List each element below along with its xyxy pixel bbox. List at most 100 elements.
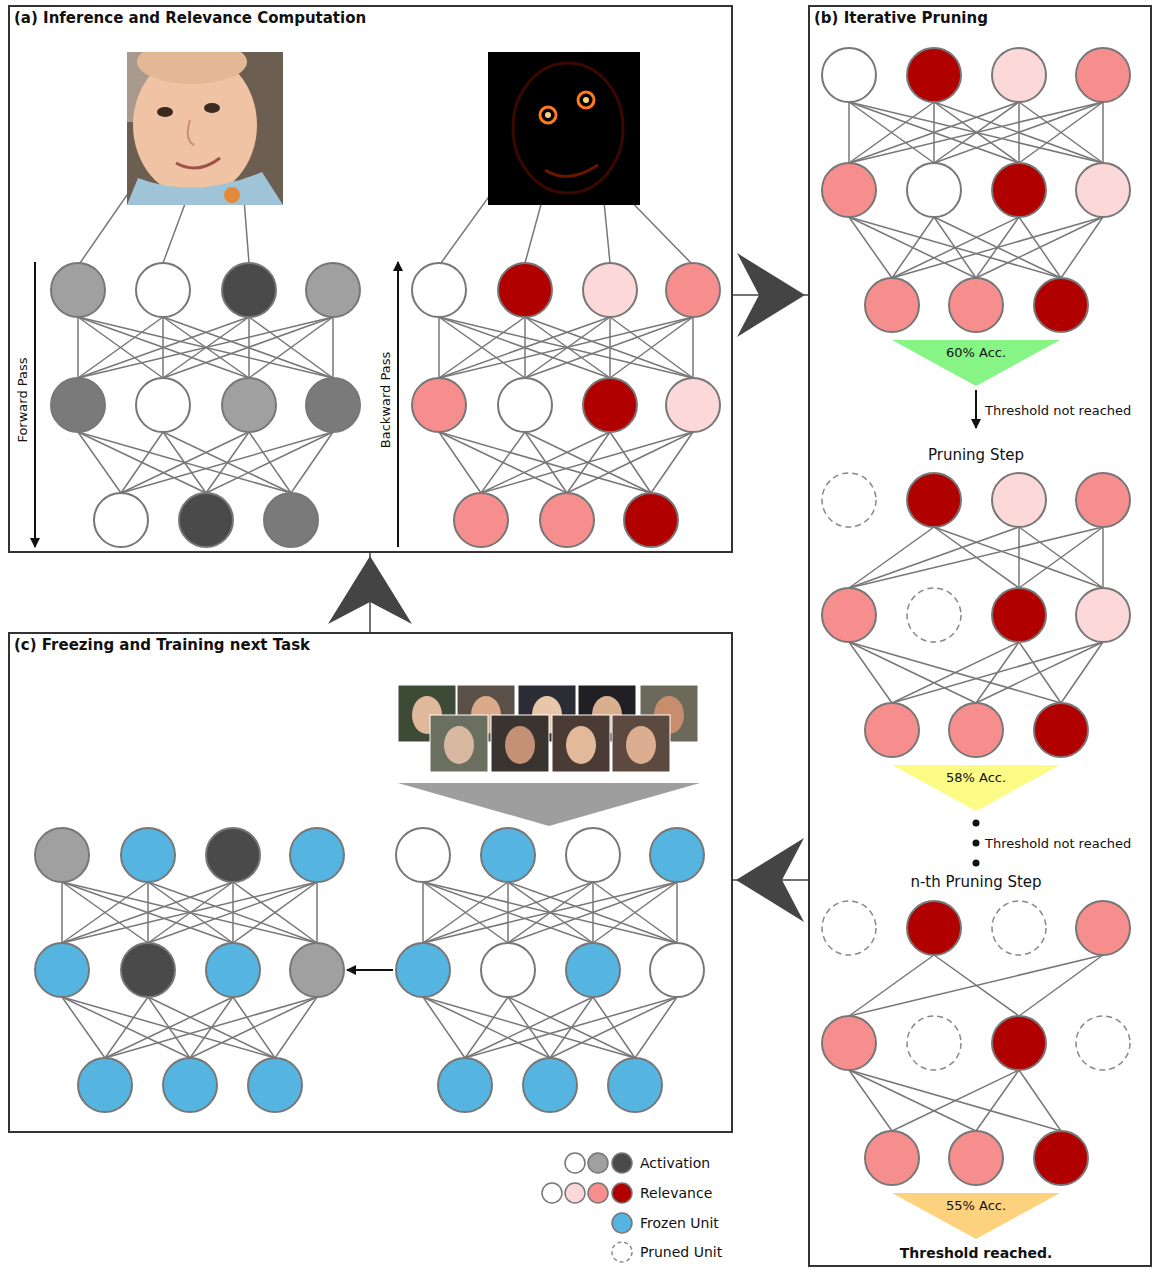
weight-line: [422, 882, 424, 943]
panel-heading: (b) Iterative Pruning: [814, 9, 988, 27]
data-funnel: [398, 783, 700, 826]
network-unit: [454, 493, 508, 547]
weight-line: [692, 317, 694, 378]
weight-line: [976, 642, 1103, 703]
weight-line: [849, 527, 934, 588]
weight-line: [163, 317, 333, 378]
weight-line: [976, 217, 1103, 278]
network-unit: [865, 278, 919, 332]
face-skin: [626, 726, 656, 764]
weight-line: [849, 102, 1019, 163]
step-label: Threshold not reached: [985, 836, 1131, 851]
weight-line: [78, 317, 249, 378]
legend-label: Pruned Unit: [640, 1244, 722, 1260]
weight-line: [1019, 102, 1103, 163]
triangle-shape: [892, 340, 1060, 386]
network-unit: [206, 828, 260, 882]
face-thumbnail: [552, 715, 610, 772]
weight-line: [849, 527, 1019, 588]
weight-line: [62, 882, 148, 943]
network-unit: [438, 1058, 492, 1112]
step-label: Threshold not reached: [985, 403, 1131, 418]
network-unit: [540, 493, 594, 547]
network-unit: [1034, 703, 1088, 757]
network-unit: [396, 943, 450, 997]
weight-line: [78, 317, 333, 378]
network-unit: [583, 263, 637, 317]
network-unit: [121, 828, 175, 882]
weight-line: [892, 217, 1103, 278]
weight-line: [849, 102, 1103, 163]
network-unit: [666, 263, 720, 317]
chevron-arrowhead: [328, 556, 412, 624]
weight-line: [423, 882, 677, 943]
network-units: [35, 48, 1130, 1185]
weight-line: [1018, 527, 1020, 588]
network-unit: [992, 163, 1046, 217]
weight-line: [849, 642, 1061, 703]
weight-line: [423, 882, 677, 943]
face-thumbnail: [430, 715, 488, 772]
pruned-unit: [822, 901, 876, 955]
network-unit: [51, 263, 105, 317]
weight-line: [508, 882, 677, 943]
weight-line: [1019, 527, 1103, 588]
weight-line: [1019, 955, 1103, 1016]
network: [396, 828, 704, 1112]
weight-line: [62, 882, 233, 943]
weight-line: [439, 317, 610, 378]
network-unit: [566, 828, 620, 882]
network-unit: [822, 163, 876, 217]
accuracy-label: 55% Acc.: [946, 1198, 1006, 1213]
face-skin: [505, 726, 535, 764]
network-unit: [907, 163, 961, 217]
chevron-arrowhead: [737, 253, 805, 337]
weight-line: [423, 882, 508, 943]
weight-line: [439, 317, 525, 378]
legend-sample: [565, 1153, 632, 1173]
weight-line: [423, 882, 593, 943]
weight-line: [423, 997, 465, 1058]
network-unit: [163, 1058, 217, 1112]
pass-label: Forward Pass: [15, 357, 30, 442]
weight-line: [892, 217, 934, 278]
network-unit: [264, 493, 318, 547]
legend-swatch: [588, 1183, 608, 1203]
edge-group: [733, 253, 808, 337]
legend-swatch: [565, 1183, 585, 1203]
weight-line: [1019, 1070, 1061, 1131]
network-unit: [949, 1131, 1003, 1185]
face-tile: [612, 715, 670, 772]
network-unit: [1076, 901, 1130, 955]
triangle-fill: [892, 1193, 1060, 1239]
weight-line: [849, 102, 934, 163]
network: [822, 473, 1130, 757]
weight-line: [525, 317, 693, 378]
pass-arrows: [35, 262, 976, 970]
triangle-fill: [892, 765, 1060, 811]
network-unit: [306, 263, 360, 317]
weight-line: [148, 882, 317, 943]
network-unit: [498, 378, 552, 432]
weight-line: [148, 882, 317, 943]
pruned-unit: [907, 588, 961, 642]
weight-line: [849, 955, 1103, 1016]
weight-line: [121, 432, 163, 493]
network-unit: [992, 1016, 1046, 1070]
weight-line: [849, 527, 1103, 588]
network-unit: [1034, 278, 1088, 332]
weight-line: [62, 997, 105, 1058]
pruned-unit: [1076, 1016, 1130, 1070]
network-unit: [992, 588, 1046, 642]
network-unit: [624, 493, 678, 547]
network-unit: [1076, 48, 1130, 102]
network-unit: [78, 1058, 132, 1112]
accuracy-label: 60% Acc.: [946, 345, 1006, 360]
accuracy-triangle: 60% Acc.: [892, 340, 1060, 386]
face-tile: [430, 715, 488, 772]
weight-line: [275, 997, 317, 1058]
network-unit: [822, 1016, 876, 1070]
